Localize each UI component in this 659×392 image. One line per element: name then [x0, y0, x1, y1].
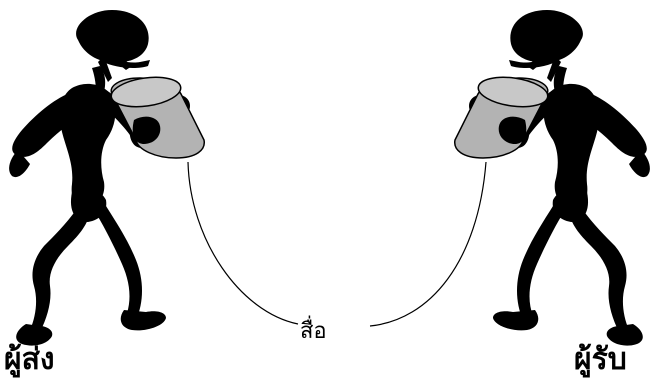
sender-figure [9, 10, 204, 346]
receiver-label: ผู้รับ [574, 336, 627, 383]
medium-label: สื่อ [300, 313, 327, 348]
string-right [370, 162, 486, 326]
string-left [188, 162, 298, 324]
sender-label: ผู้ส่ง [4, 336, 55, 383]
